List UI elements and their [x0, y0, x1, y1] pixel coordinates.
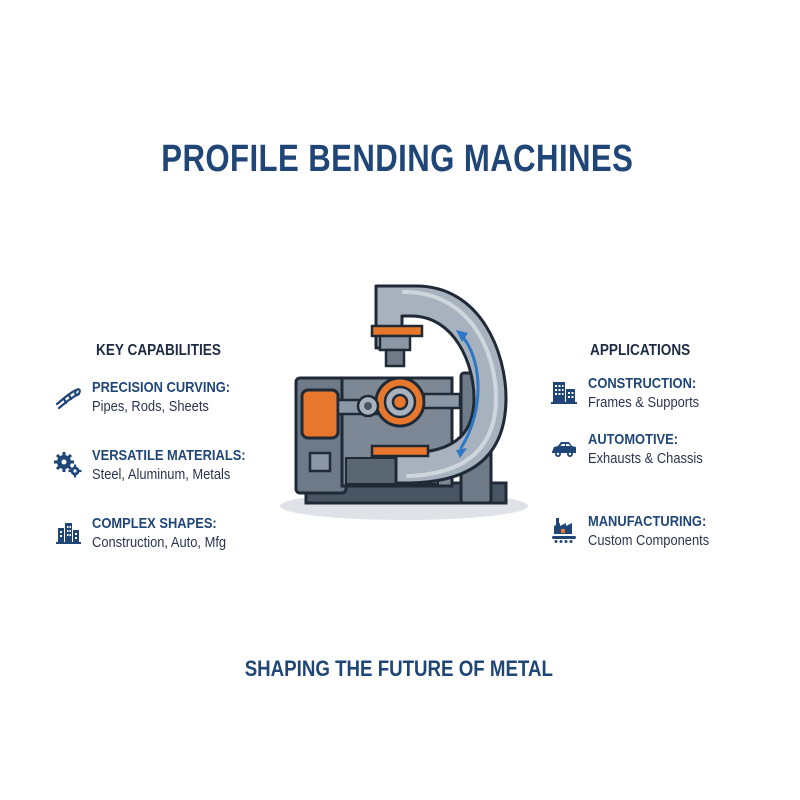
tagline: SHAPING THE FUTURE OF METAL: [244, 656, 553, 681]
capability-complex-shapes: COMPLEX SHAPES: Construction, Auto, Mfg: [54, 514, 248, 552]
item-title: MANUFACTURING:: [588, 513, 707, 530]
building-icon: [551, 382, 577, 404]
item-title: PRECISION CURVING:: [92, 379, 231, 396]
bending-arc: [374, 284, 508, 485]
top-clamp: [370, 324, 424, 338]
item-subtitle: Steel, Aluminum, Metals: [92, 466, 231, 483]
applications-heading: APPLICATIONS: [590, 342, 691, 359]
page-title: PROFILE BENDING MACHINES: [161, 138, 634, 180]
item-title: VERSATILE MATERIALS:: [92, 447, 246, 464]
key-capabilities-heading: KEY CAPABILITIES: [96, 342, 221, 359]
bottom-clamp: [370, 444, 430, 458]
item-subtitle: Pipes, Rods, Sheets: [92, 398, 209, 415]
item-subtitle: Custom Components: [588, 532, 710, 549]
pipe-icon: [55, 388, 81, 410]
application-manufacturing: MANUFACTURING: Custom Components: [550, 512, 729, 550]
capability-versatile-materials: VERSATILE MATERIALS: Steel, Aluminum, Me…: [54, 446, 271, 484]
car-icon: [552, 442, 576, 457]
item-title: CONSTRUCTION:: [588, 375, 697, 392]
item-title: AUTOMOTIVE:: [588, 431, 679, 448]
item-subtitle: Construction, Auto, Mfg: [92, 534, 227, 551]
building-icon: [56, 523, 81, 544]
profile-bending-machine-illustration: [280, 284, 528, 520]
application-automotive: AUTOMOTIVE: Exhausts & Chassis: [550, 430, 721, 468]
item-subtitle: Frames & Supports: [588, 394, 700, 411]
factory-icon: [552, 518, 576, 543]
gears-icon: [54, 452, 82, 478]
capability-precision-curving: PRECISION CURVING: Pipes, Rods, Sheets: [54, 378, 253, 416]
application-construction: CONSTRUCTION: Frames & Supports: [550, 374, 717, 412]
workpiece-bar: [422, 392, 462, 410]
item-title: COMPLEX SHAPES:: [92, 515, 217, 532]
bending-direction-arrow: [459, 334, 480, 450]
item-subtitle: Exhausts & Chassis: [588, 450, 703, 467]
